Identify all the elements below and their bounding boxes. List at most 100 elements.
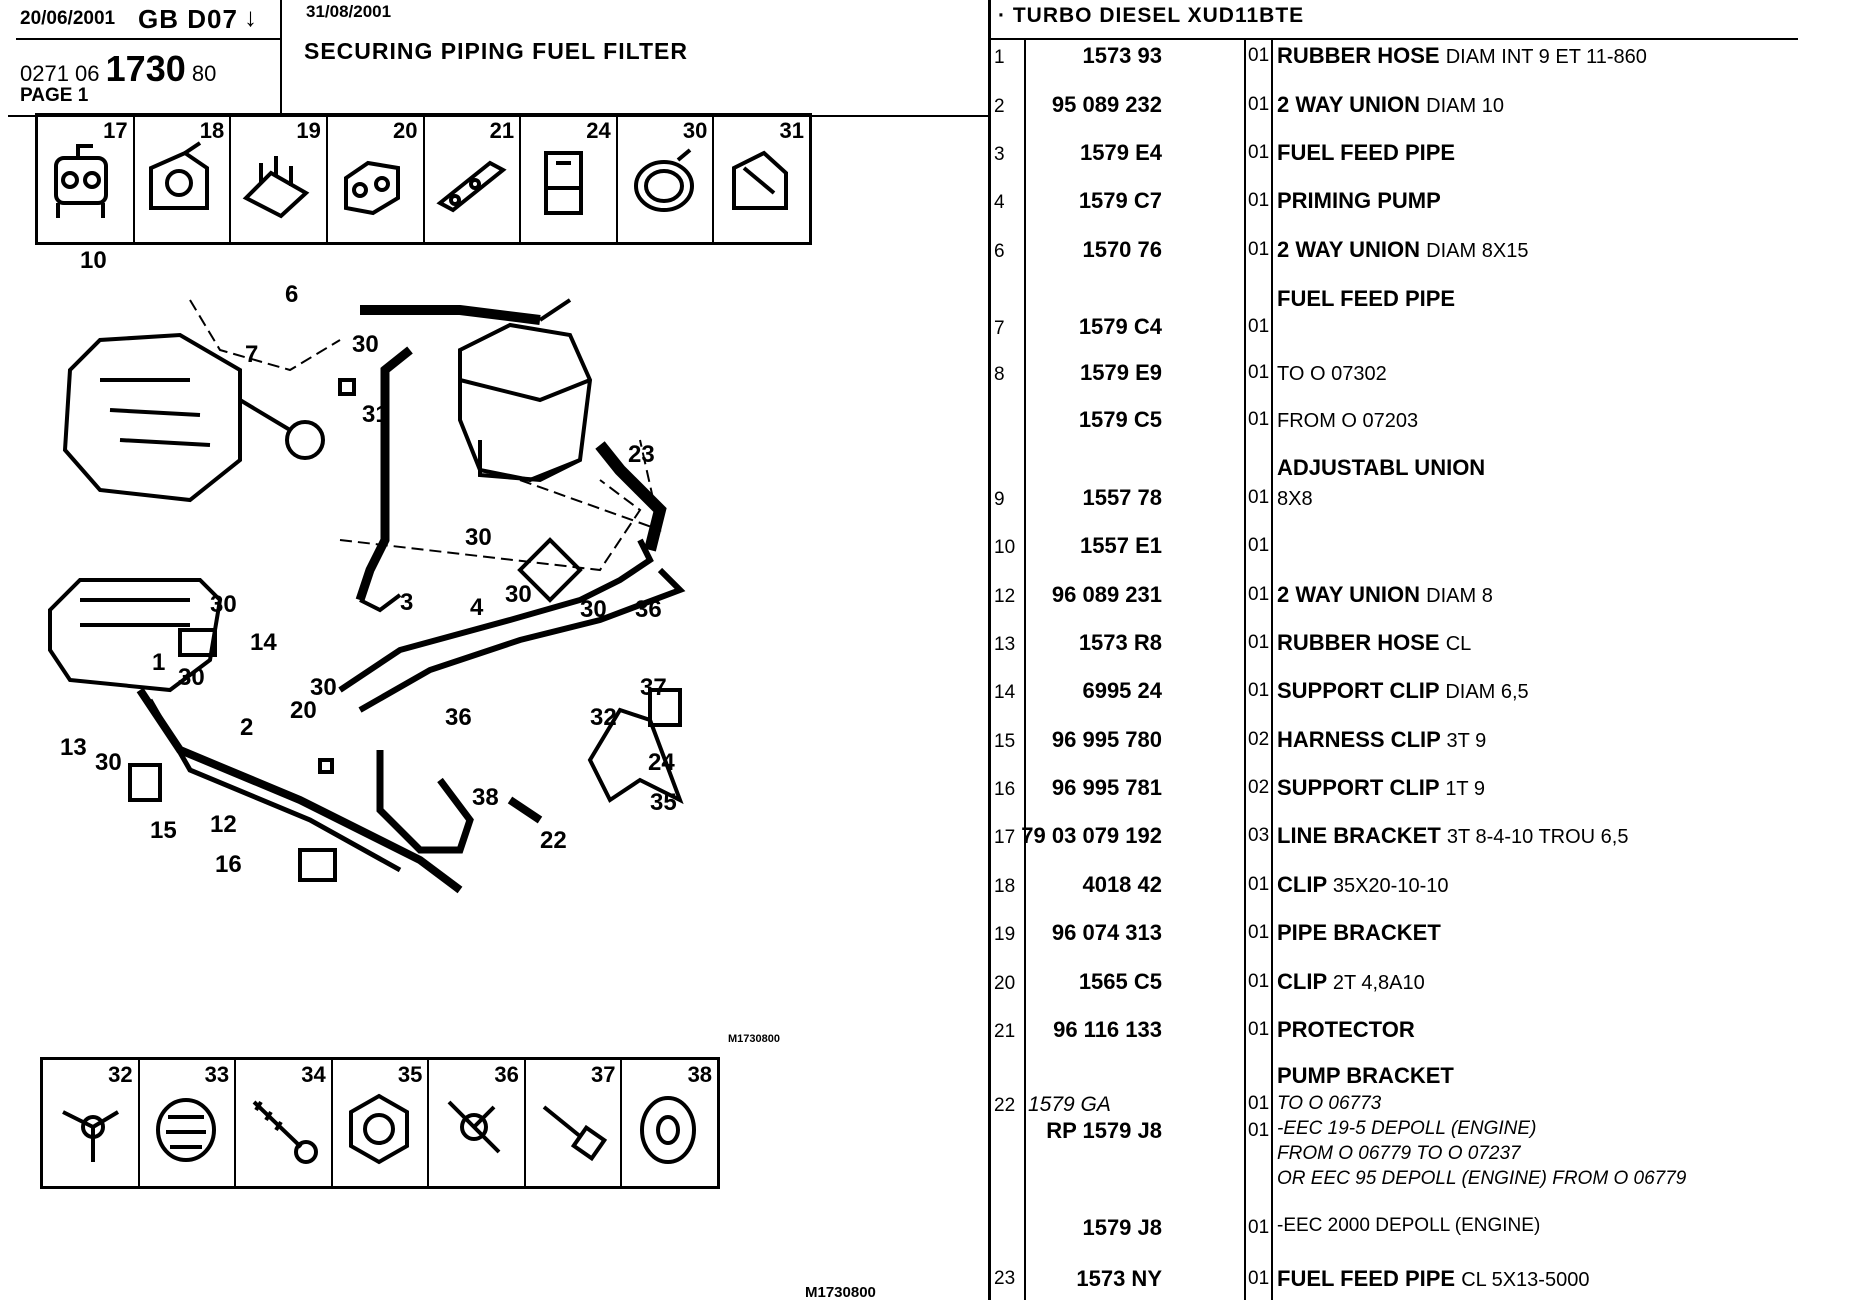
row-ref: 20 — [994, 973, 1016, 994]
row-description: RUBBER HOSE CL — [1277, 630, 1471, 656]
screw-icon — [252, 1100, 319, 1164]
callout-23: 23 — [628, 441, 655, 468]
thumbnail-17[interactable]: 17 — [38, 116, 135, 242]
thumbnail-19[interactable]: 19 — [231, 116, 328, 242]
row-qty: 01 — [1248, 1019, 1270, 1040]
column-divider — [1271, 38, 1273, 1300]
row-desc-main: RUBBER HOSE — [1277, 43, 1440, 68]
callout-30: 30 — [95, 749, 122, 776]
row-qty: 01 — [1248, 142, 1270, 163]
row-desc-main: 2 WAY UNION — [1277, 92, 1421, 117]
callout-1: 1 — [152, 649, 165, 676]
row-description: SUPPORT CLIP DIAM 6,5 — [1277, 678, 1529, 704]
row-desc-main: PUMP BRACKET — [1277, 1063, 1454, 1088]
thumbnail-20[interactable]: 20 — [328, 116, 425, 242]
row-desc-main: 2 WAY UNION — [1277, 237, 1421, 262]
thumbnail-18[interactable]: 18 — [135, 116, 232, 242]
thumbnail-36[interactable]: 36 — [429, 1060, 526, 1186]
thumbnail-30[interactable]: 30 — [618, 116, 715, 242]
exploded-parts-diagram: 10 9 8 6 7 30 31 23 30 3 4 30 30 36 14 3… — [48, 240, 686, 894]
row-ref: 10 — [994, 537, 1016, 558]
row-desc-main: 2 WAY UNION — [1277, 582, 1421, 607]
callout-30: 30 — [178, 664, 205, 691]
row-description: 2 WAY UNION DIAM 8X15 — [1277, 237, 1528, 263]
thumbnail-number: 33 — [204, 1062, 230, 1087]
row-ref: 8 — [994, 364, 1005, 385]
row-ref: 22 — [994, 1095, 1016, 1116]
callout-4: 4 — [470, 594, 484, 621]
support-clip-icon — [732, 150, 789, 210]
row-ref: 14 — [994, 682, 1016, 703]
language-code: GB D07 — [138, 4, 238, 34]
row-description: CLIP 2T 4,8A10 — [1277, 969, 1425, 995]
pipe-bracket-icon — [242, 156, 310, 219]
row-part-number: 1557 78 — [1082, 485, 1162, 510]
callout-10: 10 — [80, 247, 107, 274]
row-part-number: 96 116 133 — [1053, 1017, 1162, 1042]
row-description: FROM O 07203 — [1277, 407, 1418, 433]
row-desc-main: PIPE BRACKET — [1277, 920, 1441, 945]
sheet-header: 20/06/2001 GB D07 ↓ 0271 06 1730 80 PAGE… — [8, 0, 988, 117]
row-description: 2 WAY UNION DIAM 8 — [1277, 582, 1493, 608]
callout-14: 14 — [250, 629, 277, 656]
row-part-number: 96 995 781 — [1051, 775, 1162, 800]
washer-icon — [640, 1096, 697, 1164]
hose-clamp-icon — [633, 148, 694, 212]
row-ref: 15 — [994, 731, 1016, 752]
row-desc-detail: DIAM 10 — [1426, 95, 1504, 117]
clip-2t-icon — [343, 160, 400, 216]
row-part-number: 1573 93 — [1082, 43, 1162, 68]
fuel-tank — [48, 578, 223, 693]
row-desc-main: CLIP — [1277, 872, 1327, 897]
callout-37: 37 — [640, 674, 667, 701]
injection-pump — [62, 332, 242, 503]
thumbnail-33[interactable]: 33 — [140, 1060, 237, 1186]
row-qty: 01 — [1248, 239, 1270, 260]
thumbnail-21[interactable]: 21 — [425, 116, 522, 242]
row-ref: 16 — [994, 779, 1016, 800]
row-part-number: 96 995 780 — [1051, 727, 1162, 752]
row-qty: 01 — [1248, 584, 1270, 605]
thumbnail-37[interactable]: 37 — [526, 1060, 623, 1186]
thumbnail-number: 20 — [393, 118, 418, 143]
row-qty: 01 — [1248, 1268, 1270, 1289]
callout-3: 3 — [400, 589, 413, 616]
thumbnail-31[interactable]: 31 — [714, 116, 809, 242]
row-desc-detail: 3T 8-4-10 TROU 6,5 — [1446, 826, 1629, 848]
row-part-number: 6995 24 — [1082, 678, 1162, 703]
row-part-number: 79 03 079 192 — [1021, 823, 1162, 848]
row-description: CLIP 35X20-10-10 — [1277, 872, 1449, 898]
row-qty: 01 — [1248, 971, 1270, 992]
row-desc-detail: DIAM 8X15 — [1426, 240, 1529, 262]
row-qty: 01 — [1248, 874, 1270, 895]
thumbnail-35[interactable]: 35 — [333, 1060, 430, 1186]
row-ref: 12 — [994, 586, 1016, 607]
arrow-down-icon: ↓ — [244, 2, 257, 32]
row-note: -EEC 2000 DEPOLL (ENGINE) — [1277, 1215, 1541, 1236]
row-qty: 01 — [1248, 922, 1270, 943]
thumbnail-number: 17 — [103, 118, 128, 143]
row-ref: 23 — [994, 1268, 1016, 1289]
row-part-number: 1579 C7 — [1078, 188, 1162, 213]
row-ref: 3 — [994, 144, 1005, 165]
thumbnail-32[interactable]: 32 — [43, 1060, 140, 1186]
row-description: PROTECTOR — [1277, 1017, 1415, 1043]
line-bracket-icon — [54, 144, 108, 218]
thumbnail-34[interactable]: 34 — [236, 1060, 333, 1186]
part-thumbnail-strip-top: 17 18 19 20 21 24 30 31 — [35, 113, 812, 245]
thumbnail-24[interactable]: 24 — [521, 116, 618, 242]
row-description: PRIMING PUMP — [1277, 188, 1441, 214]
row-desc-main: HARNESS CLIP — [1277, 727, 1441, 752]
callout-2: 2 — [240, 714, 253, 741]
list-header-rule — [988, 38, 1798, 40]
figure-reference: M1730800 — [728, 1033, 780, 1045]
row-description: ADJUSTABL UNION — [1277, 455, 1485, 481]
row-desc-detail: DIAM 8 — [1426, 585, 1493, 607]
row-description: 2 WAY UNION DIAM 10 — [1277, 92, 1504, 118]
issue-date: 20/06/2001 — [20, 8, 116, 29]
row-desc-main: SUPPORT CLIP — [1277, 678, 1440, 703]
doc-code-suffix: 80 — [191, 61, 217, 86]
thumbnail-number: 30 — [682, 118, 708, 143]
thumbnail-38[interactable]: 38 — [622, 1060, 717, 1186]
row-part-number: 1579 E4 — [1080, 140, 1162, 165]
